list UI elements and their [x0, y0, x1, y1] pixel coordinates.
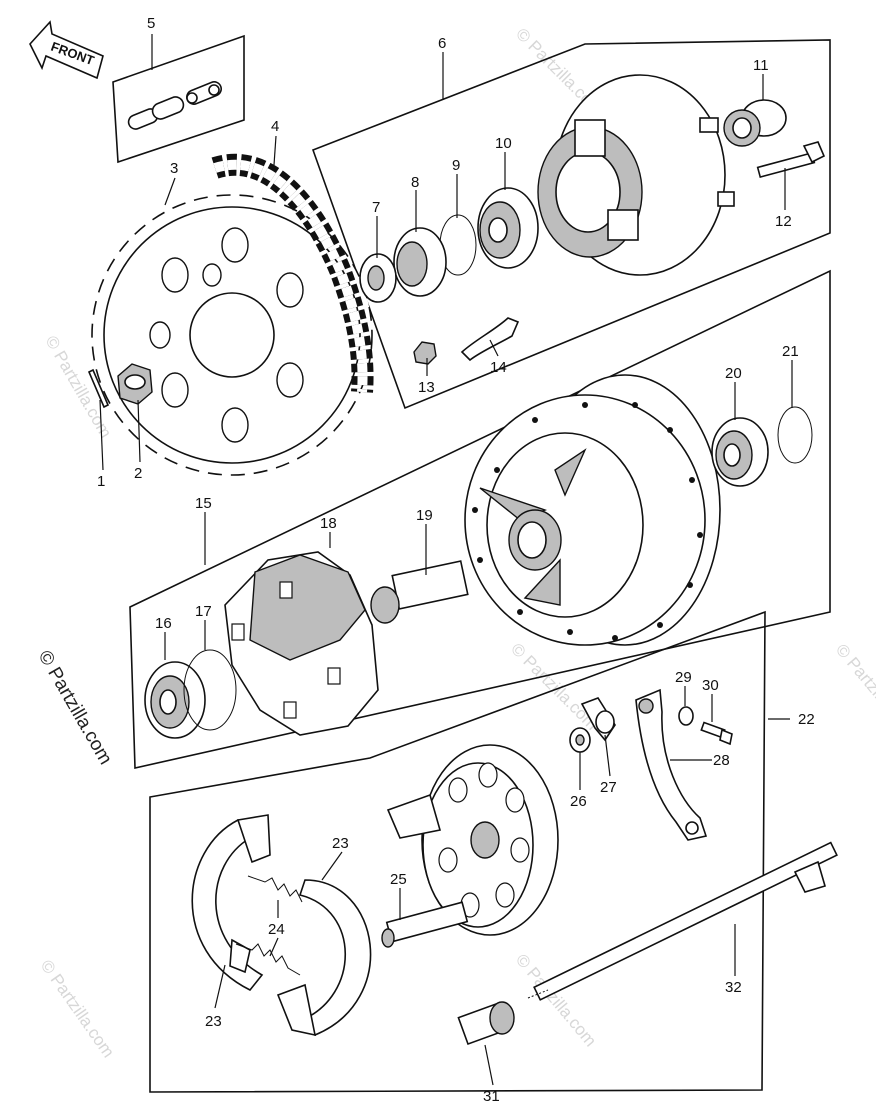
- callout-17: 17: [195, 603, 212, 620]
- drive-chain: [211, 153, 374, 393]
- watermark-right: © Partzilla.com: [832, 640, 876, 740]
- callout-23-upper: 23: [332, 835, 349, 852]
- collar-11: [723, 99, 787, 147]
- callout-14: 14: [490, 359, 507, 376]
- collar-31: [457, 1001, 515, 1046]
- callout-12: 12: [775, 213, 792, 230]
- lock-plate-14: [460, 317, 520, 362]
- callout-10: 10: [495, 135, 512, 152]
- axle-32: [527, 841, 838, 1001]
- leader-lines: [99, 34, 793, 1086]
- callout-5: 5: [147, 15, 155, 32]
- hub-assembly-6: [537, 74, 735, 276]
- callout-1: 1: [97, 473, 105, 490]
- castle-nut: [117, 363, 153, 405]
- hub-frame-top: [311, 39, 831, 410]
- washer-29: [678, 706, 694, 726]
- callout-9: 9: [452, 157, 460, 174]
- callout-7: 7: [372, 199, 380, 216]
- wheel-hub: [464, 374, 721, 646]
- oil-seal-8: [393, 227, 447, 297]
- callout-2: 2: [134, 465, 142, 482]
- brake-shoe-23-right: [276, 879, 372, 1037]
- callout-32: 32: [725, 979, 742, 996]
- spring-24-lower: [235, 943, 301, 976]
- brake-frame: [149, 610, 766, 1093]
- callout-15: 15: [195, 495, 212, 512]
- callout-27: 27: [600, 779, 617, 796]
- callout-3: 3: [170, 160, 178, 177]
- bearing-16: [144, 661, 206, 739]
- callout-6: 6: [438, 35, 446, 52]
- collar-19: [370, 560, 469, 624]
- callout-11: 11: [753, 57, 769, 74]
- damper-18: [224, 551, 379, 736]
- chain-joint-link: [127, 81, 222, 130]
- callout-31: 31: [483, 1088, 500, 1105]
- callout-21: 21: [782, 343, 799, 360]
- callout-18: 18: [320, 515, 337, 532]
- callout-26: 26: [570, 793, 587, 810]
- callout-25: 25: [390, 871, 407, 888]
- spring-24-upper: [247, 875, 303, 903]
- camshaft-25: [381, 901, 469, 948]
- callout-24: 24: [268, 921, 285, 938]
- callout-28: 28: [713, 752, 730, 769]
- cotter-pin: [87, 368, 110, 409]
- chain-link-frame: [112, 34, 245, 164]
- callout-29: 29: [675, 669, 692, 686]
- bearing-20: [711, 417, 769, 487]
- o-ring-17: [183, 649, 237, 731]
- callout-13: 13: [418, 379, 435, 396]
- callout-16: 16: [155, 615, 172, 632]
- sprocket: [91, 194, 373, 476]
- bearing-10: [477, 187, 539, 269]
- circlip-21: [777, 406, 813, 464]
- callout-8: 8: [411, 174, 419, 191]
- bolt-12: [756, 141, 826, 179]
- callout-23-lower: 23: [205, 1013, 222, 1030]
- nut-13: [413, 341, 437, 365]
- watermark-mid: © Partzilla.com: [507, 639, 601, 733]
- callout-labels: 1 2 3 4 5 6 7 8 9 10 11 12 13 14 15 16 1…: [97, 15, 815, 1105]
- spacer-7: [359, 253, 397, 303]
- callout-22: 22: [798, 711, 815, 728]
- front-arrow-icon: FRONT: [29, 20, 104, 80]
- bolt-30: [700, 721, 733, 746]
- watermark-bottom-left: © Partzilla.com: [37, 956, 118, 1061]
- callout-20: 20: [725, 365, 742, 382]
- brake-panel: [386, 744, 559, 936]
- indicator-27: [580, 697, 616, 742]
- brake-lever-28: [635, 688, 708, 841]
- callout-4: 4: [271, 118, 279, 135]
- watermark-main: © Partzilla.com: [34, 647, 116, 768]
- washer-26: [569, 727, 591, 753]
- callout-30: 30: [702, 677, 719, 694]
- callout-19: 19: [416, 507, 433, 524]
- brake-shoe-23-left: [191, 814, 271, 992]
